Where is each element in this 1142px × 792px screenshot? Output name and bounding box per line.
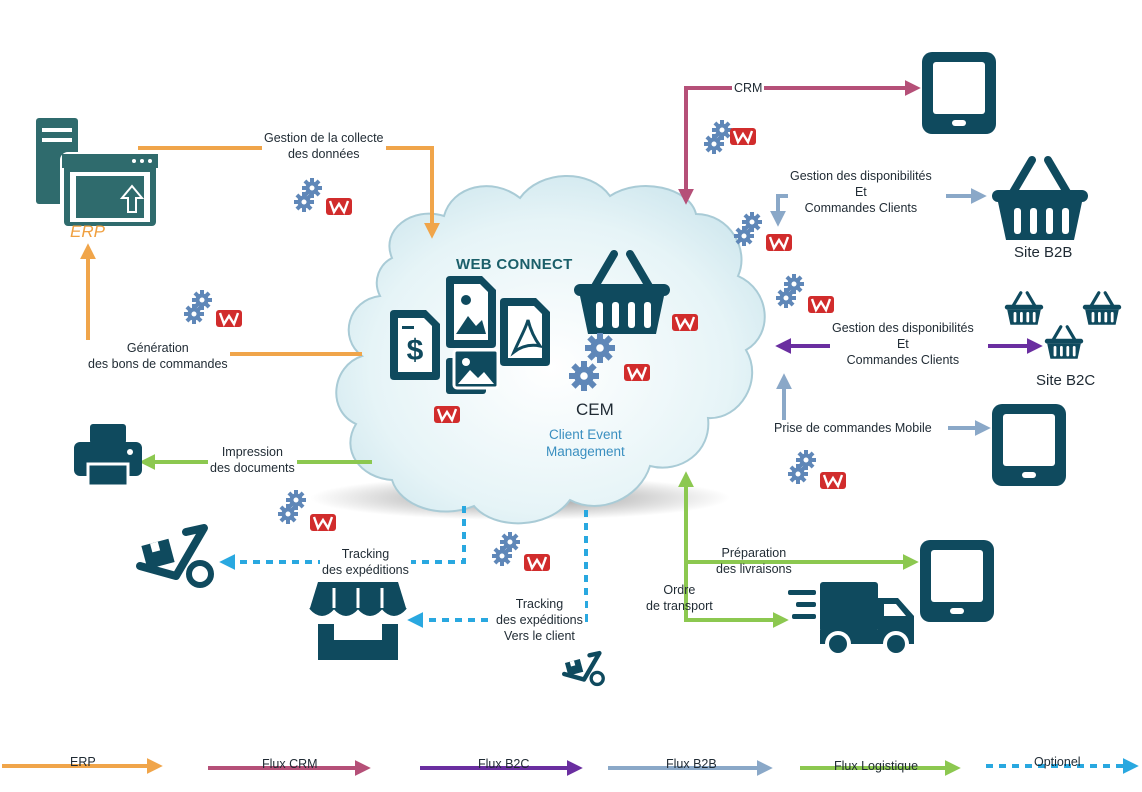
collecte-line-2: des données xyxy=(287,147,360,161)
tracking-line-1: Tracking xyxy=(341,547,390,561)
impression-line-1: Impression xyxy=(221,445,283,459)
cem-cloud xyxy=(335,175,766,525)
tablet-icon-livraisons xyxy=(920,540,994,622)
tracking-label: Tracking des expéditions xyxy=(320,546,411,578)
livraisons-label: Préparation des livraisons xyxy=(714,545,794,577)
basket-icon-b2c xyxy=(1081,291,1123,327)
invoice-document-icon: $ xyxy=(390,310,440,380)
tablet-icon-crm xyxy=(922,52,996,134)
web-connect-title: WEB CONNECT xyxy=(456,256,573,273)
gear-logo-group xyxy=(184,290,244,329)
flow-crm-arrow xyxy=(678,80,921,205)
gear-logo-group xyxy=(704,120,758,154)
site-b2c-label: Site B2C xyxy=(1036,372,1096,389)
livraisons-line-1: Préparation xyxy=(721,546,787,560)
gear-logo-group xyxy=(734,212,794,253)
tracking-client-line-2: des expéditions xyxy=(496,613,583,627)
woopnet-logo xyxy=(622,362,652,383)
printer-icon xyxy=(74,424,142,488)
legend-crm-label: Flux CRM xyxy=(262,757,318,771)
legend-optionel-label: Optionel xyxy=(1034,755,1081,769)
basket-icon-b2c xyxy=(1043,325,1085,361)
flow-collecte-arrow xyxy=(138,146,440,239)
svg-text:$: $ xyxy=(407,334,424,367)
server-window-icon xyxy=(36,118,160,230)
b2c-label: Gestion des disponibilités Et Commandes … xyxy=(830,320,976,368)
pdf-document-icon xyxy=(500,298,550,366)
b2b-line-3: Commandes Clients xyxy=(804,201,918,215)
impression-line-2: des documents xyxy=(210,461,295,475)
gallery-icon xyxy=(446,348,500,394)
woopnet-logo xyxy=(432,404,462,425)
b2c-line-1: Gestion des disponibilités xyxy=(832,321,974,335)
flow-tracking-client-arrow xyxy=(407,510,588,628)
transport-line-2: de transport xyxy=(646,599,713,613)
gear-logo-group xyxy=(776,274,836,315)
image-document-icon xyxy=(446,276,496,348)
b2b-line-2: Et xyxy=(854,185,867,199)
tracking-client-line-1: Tracking xyxy=(515,597,564,611)
cem-subtitle-line-2: Management xyxy=(546,444,625,459)
legend-b2c-label: Flux B2C xyxy=(478,757,530,771)
collecte-label: Gestion de la collecte des données xyxy=(262,130,386,162)
cloud-gear-icon-small xyxy=(569,361,599,391)
crm-label: CRM xyxy=(732,80,765,96)
mobile-label: Prise de commandes Mobile xyxy=(772,420,934,436)
erp-label: ERP xyxy=(70,222,105,241)
legend-b2b-label: Flux B2B xyxy=(666,757,717,771)
cem-subtitle: Client Event Management xyxy=(546,426,625,460)
flow-generation-arrow xyxy=(80,243,362,356)
gear-logo-group xyxy=(294,178,354,217)
hand-truck-small-icon xyxy=(562,650,605,687)
cloud-gear-icon-large xyxy=(585,333,615,363)
gear-logo-group xyxy=(492,532,552,573)
delivery-truck-icon xyxy=(788,582,914,657)
basket-icon-b2c xyxy=(1003,291,1045,327)
legend-erp-label: ERP xyxy=(70,755,96,769)
gear-logo-group xyxy=(788,450,848,491)
flow-tracking-arrow xyxy=(219,506,466,570)
hand-truck-icon xyxy=(136,524,214,588)
tracking-client-line-3: Vers le client xyxy=(504,629,575,643)
transport-label: Ordre de transport xyxy=(644,582,715,614)
cem-subtitle-line-1: Client Event xyxy=(549,427,622,442)
generation-label: Génération des bons de commandes xyxy=(86,340,230,372)
tracking-client-label: Tracking des expéditions Vers le client xyxy=(494,596,585,644)
transport-line-1: Ordre xyxy=(663,583,696,597)
tracking-line-2: des expéditions xyxy=(322,563,409,577)
basket-icon-b2b xyxy=(992,160,1088,240)
legend-logistique-label: Flux Logistique xyxy=(834,759,919,773)
flow-b2b-down-arrow xyxy=(770,194,792,227)
impression-label: Impression des documents xyxy=(208,444,297,476)
generation-line-2: des bons de commandes xyxy=(88,357,228,371)
generation-line-1: Génération xyxy=(126,341,189,355)
b2b-label: Gestion des disponibilités Et Commandes … xyxy=(788,168,934,216)
woopnet-logo xyxy=(670,312,700,333)
b2c-line-3: Commandes Clients xyxy=(846,353,960,367)
site-b2b-label: Site B2B xyxy=(1014,244,1073,261)
livraisons-line-2: des livraisons xyxy=(716,562,792,576)
cem-title: CEM xyxy=(576,400,614,419)
collecte-line-1: Gestion de la collecte xyxy=(264,131,384,145)
tablet-icon-mobile xyxy=(992,404,1066,486)
b2b-line-1: Gestion des disponibilités xyxy=(790,169,932,183)
b2c-line-2: Et xyxy=(896,337,909,351)
store-icon xyxy=(309,582,407,660)
